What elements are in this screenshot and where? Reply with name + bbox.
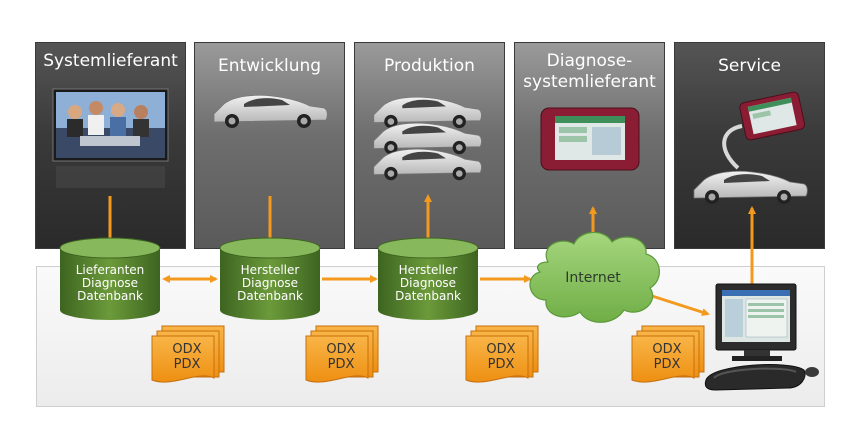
panel-service: Service [674,42,825,249]
diagnostic-tester-icon [739,91,806,141]
people-photo-icon [52,88,169,188]
car-icon [693,170,808,204]
database-icon [59,237,161,320]
panel-title: Entwicklung [217,56,322,76]
car-icon [213,94,328,128]
document-stack-icon [305,325,379,383]
car-icon [373,122,482,155]
arrow [651,294,710,316]
panel-title: Systemlieferant [43,51,178,71]
car-icon [373,148,482,181]
document-label: ODX PDX [652,342,682,372]
database-label: Hersteller Diagnose Datenbank [395,263,461,303]
panel-title: Produktion [384,56,475,76]
database-icon [219,237,321,320]
document-stack-icon [151,325,225,383]
database-icon [377,237,479,320]
cloud-icon [529,231,660,323]
document-stack-icon [465,325,539,383]
document-stack-icon [631,325,705,383]
document-label: ODX PDX [326,342,356,372]
database-label: Lieferanten Diagnose Datenbank [75,263,145,303]
cloud-label: Internet [565,270,621,286]
computer-workstation-icon [704,283,819,391]
document-label: ODX PDX [172,342,202,372]
document-label: ODX PDX [486,342,516,372]
database-label: Hersteller Diagnose Datenbank [237,263,303,303]
panel-title: Service [718,56,781,76]
panel-title: Diagnose- systemlieferant [523,51,656,92]
diagnostic-tester-icon [540,107,640,171]
tester-cable [722,124,743,170]
car-icon [373,96,482,129]
